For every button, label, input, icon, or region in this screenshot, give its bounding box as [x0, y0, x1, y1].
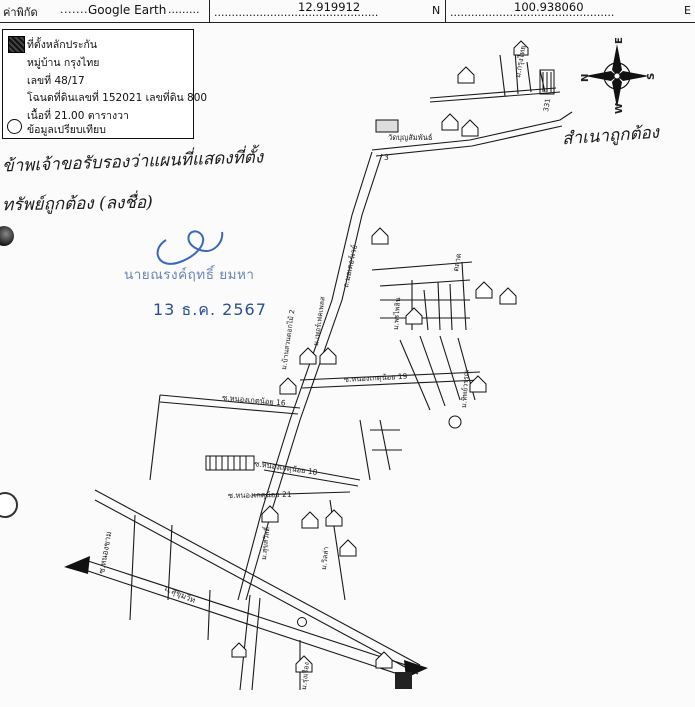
latitude-dots: ........................................… [214, 6, 379, 19]
legend-deed: โฉนดที่ดินเลขที่ 152021 เลขที่ดิน 800 [27, 92, 208, 104]
signature-mark [156, 230, 224, 265]
landmark-circle-icon [297, 617, 307, 627]
stamp-name: นายณรงค์ฤทธิ์ ยมหา [124, 267, 255, 283]
legend-area: เนื้อที่ 21.00 ตารางวา [27, 110, 129, 122]
village-label-5: ม.สุขสวัสดิ์ [258, 525, 272, 560]
temple-building-icon [375, 119, 399, 133]
village-label-6: ม.วิลล่า [320, 546, 330, 570]
road-upper [429, 91, 561, 103]
house-markers [231, 40, 529, 673]
coordinate-label: ค่าพิกัด [3, 6, 38, 19]
coordinate-source-cell: ค่าพิกัด ........ Google Earth ......... [0, 0, 210, 22]
road-label-soi-21: ซ.หนองเกตุน้อย 21 [228, 490, 292, 500]
coordinate-dots-left: ........ [60, 3, 92, 16]
road-label-nongkham: ซ.หนองขาม [97, 531, 113, 575]
comparison-point-icon [448, 415, 462, 429]
collateral-location-icon [395, 672, 412, 689]
longitude-value: 100.938060 [514, 0, 584, 14]
village-label-3: ม.พรไพลิน [391, 297, 402, 330]
compass-rose [585, 44, 649, 108]
comparison-marker-icon [7, 119, 22, 134]
lower-highway [84, 559, 416, 669]
collateral-marker-icon [8, 36, 25, 53]
sukhumvit-road [94, 489, 421, 666]
compass-east-label: E [614, 37, 625, 44]
latitude-value: 12.919912 [298, 0, 361, 14]
binder-hole-icon [0, 492, 18, 518]
road-upper-secondary [371, 111, 573, 151]
stamp-date: 13 ธ.ค. 2567 [153, 300, 267, 319]
latitude-cell: ........................................… [210, 0, 446, 22]
latitude-suffix: N [432, 4, 441, 17]
building-block [205, 455, 255, 471]
road-number-331: 331 [542, 98, 552, 113]
binder-hole-icon [0, 226, 14, 246]
block-upper-right [539, 69, 555, 95]
legend-location-label: ที่ตั้งหลักประกัน [27, 39, 98, 51]
longitude-suffix: E [684, 4, 691, 17]
longitude-dots: ........................................… [450, 6, 615, 19]
handwritten-note-line2: ทรัพย์ถูกต้อง (ลงชื่อ) [1, 192, 153, 216]
market-label: ตลาด [451, 252, 463, 272]
legend-village: หมู่บ้าน กรุงไทย [27, 57, 100, 69]
compass-south-label: S [646, 73, 657, 80]
compass-north-label: N [580, 74, 591, 82]
coordinate-source: Google Earth [88, 3, 167, 17]
village-label-4: ม.ทิพย์วรรณ [460, 369, 471, 408]
direction-arrows [64, 556, 428, 678]
coordinate-strip: ค่าพิกัด ........ Google Earth .........… [0, 0, 695, 23]
road-label-soi-19: ซ.หนองเกตุน้อย 19 [344, 372, 408, 384]
compass-west-label: W [614, 103, 625, 114]
longitude-cell: ........................................… [446, 0, 695, 22]
temple-label: วัดบุญสัมพันธ์ [388, 133, 432, 142]
route-number: 3 [384, 153, 389, 162]
road-label-soi-16: ซ.หนองเกตุน้อย 16 [222, 393, 286, 408]
legend-box: ที่ตั้งหลักประกัน หมู่บ้าน กรุงไทย เลขที… [2, 29, 207, 139]
village-label-7: ม.รุ่งเรือง [300, 662, 311, 690]
arrow-left-icon [64, 556, 90, 574]
coordinate-dots-right: ......... [168, 3, 200, 16]
legend-house-number: เลขที่ 48/17 [27, 75, 85, 87]
village-label-1: ม.บ้านสวนดอกไม้ 2 [279, 309, 296, 370]
legend-comparison: ข้อมูลเปรียบเทียบ [27, 124, 106, 136]
